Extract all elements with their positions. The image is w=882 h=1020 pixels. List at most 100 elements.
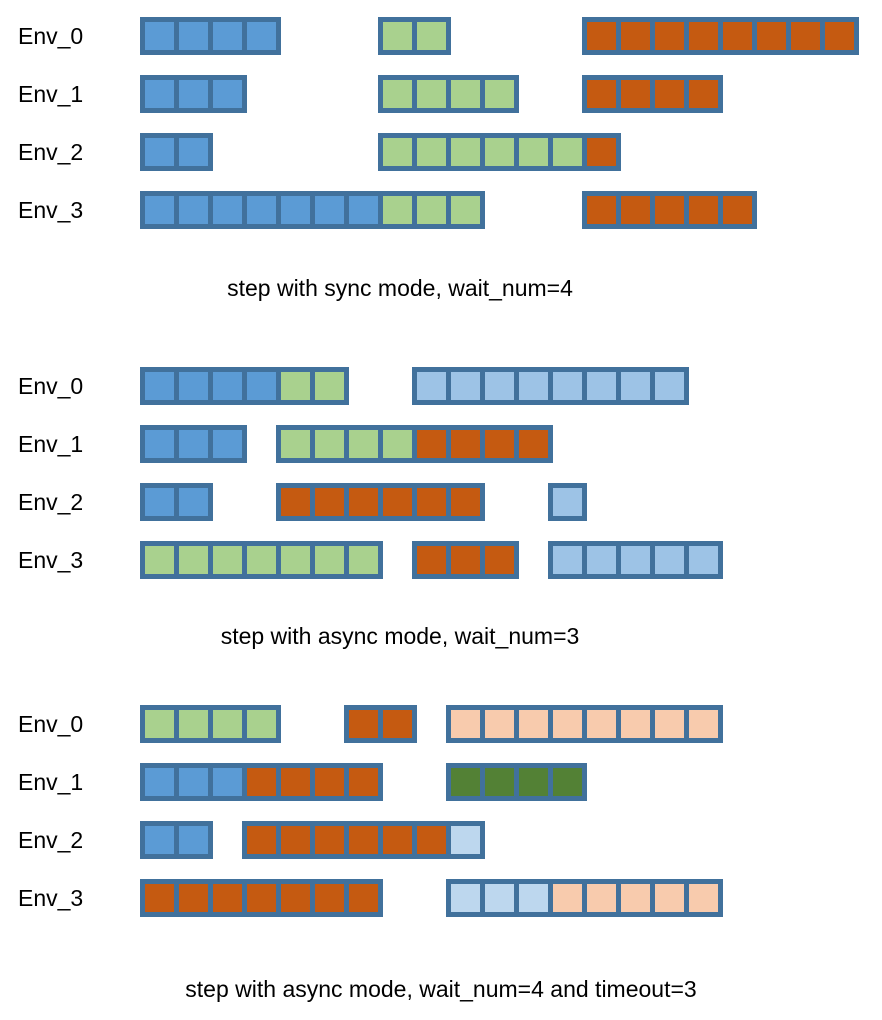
step-cell-green [315, 430, 344, 458]
step-cell-blue [145, 80, 174, 108]
step-cell-orange [519, 430, 548, 458]
step-cell-peach [553, 710, 582, 738]
step-cell-blue [315, 196, 344, 224]
step-bar [378, 133, 621, 171]
step-cell-blue [179, 430, 208, 458]
step-cell-orange [621, 80, 650, 108]
step-bar [378, 17, 451, 55]
step-cell-orange [485, 546, 514, 574]
env-label: Env_0 [18, 711, 84, 737]
step-bar [140, 541, 383, 579]
step-cell-blue [213, 22, 242, 50]
env-label: Env_2 [18, 489, 84, 515]
step-bar [276, 425, 553, 463]
step-cell-blue [145, 196, 174, 224]
step-bar [140, 483, 213, 521]
step-cell-green [519, 138, 548, 166]
step-cell-green [247, 710, 276, 738]
step-cell-orange [383, 826, 412, 854]
step-cell-green [451, 138, 480, 166]
step-cell-skyblue [655, 546, 684, 574]
step-cell-green [349, 430, 378, 458]
step-cell-orange [451, 488, 480, 516]
step-cell-green [247, 546, 276, 574]
step-cell-darkgreen [451, 768, 480, 796]
step-cell-blue [179, 768, 208, 796]
step-bar [412, 367, 689, 405]
step-cell-skyblue [587, 546, 616, 574]
step-cell-orange [621, 196, 650, 224]
step-cell-orange [247, 768, 276, 796]
step-cell-skyblue [553, 488, 582, 516]
section-caption-sync: step with sync mode, wait_num=4 [227, 275, 573, 301]
section-caption-async-wait3: step with async mode, wait_num=3 [220, 623, 580, 649]
step-cell-green [485, 138, 514, 166]
step-cell-green [383, 22, 412, 50]
step-cell-orange [349, 826, 378, 854]
step-cell-green [383, 430, 412, 458]
step-cell-blue [145, 22, 174, 50]
step-bar [140, 705, 281, 743]
step-bar [140, 17, 281, 55]
step-cell-orange [247, 826, 276, 854]
step-bar [276, 483, 485, 521]
step-cell-green [281, 372, 310, 400]
step-cell-peach [621, 710, 650, 738]
step-cell-paleblue [519, 884, 548, 912]
step-cell-orange [655, 80, 684, 108]
step-cell-orange [417, 546, 446, 574]
step-cell-peach [553, 884, 582, 912]
step-cell-peach [587, 884, 616, 912]
step-bar [582, 17, 859, 55]
env-label: Env_1 [18, 769, 84, 795]
step-cell-blue [213, 80, 242, 108]
step-cell-skyblue [621, 372, 650, 400]
step-cell-orange [281, 884, 310, 912]
step-cell-green [349, 546, 378, 574]
step-cell-skyblue [553, 372, 582, 400]
env-label: Env_1 [18, 431, 84, 457]
step-cell-orange [349, 884, 378, 912]
step-cell-orange [825, 22, 854, 50]
step-cell-orange [179, 884, 208, 912]
step-cell-peach [519, 710, 548, 738]
step-cell-peach [689, 710, 718, 738]
step-cell-peach [621, 884, 650, 912]
step-bar [582, 75, 723, 113]
step-cell-orange [145, 884, 174, 912]
step-cell-skyblue [689, 546, 718, 574]
step-cell-orange [757, 22, 786, 50]
step-cell-darkgreen [485, 768, 514, 796]
step-cell-orange [451, 546, 480, 574]
step-cell-skyblue [519, 372, 548, 400]
step-cell-peach [655, 710, 684, 738]
step-cell-blue [179, 488, 208, 516]
env-label: Env_3 [18, 885, 84, 911]
step-cell-green [417, 196, 446, 224]
step-bar [140, 133, 213, 171]
step-cell-orange [247, 884, 276, 912]
step-cell-green [315, 546, 344, 574]
step-bar [140, 191, 485, 229]
step-cell-blue [179, 22, 208, 50]
step-bar [140, 425, 247, 463]
env-label: Env_0 [18, 23, 84, 49]
step-cell-blue [145, 138, 174, 166]
step-cell-paleblue [451, 826, 480, 854]
step-cell-orange [315, 826, 344, 854]
step-cell-blue [213, 196, 242, 224]
step-bar [446, 879, 723, 917]
step-cell-green [179, 546, 208, 574]
step-cell-orange [689, 196, 718, 224]
step-cell-blue [213, 430, 242, 458]
env-label: Env_0 [18, 373, 84, 399]
step-cell-orange [281, 826, 310, 854]
step-cell-orange [587, 196, 616, 224]
step-cell-blue [145, 372, 174, 400]
step-bar [140, 763, 383, 801]
step-cell-orange [587, 80, 616, 108]
step-cell-green [451, 80, 480, 108]
step-cell-orange [621, 22, 650, 50]
section-caption-async-timeout: step with async mode, wait_num=4 and tim… [185, 976, 697, 1002]
